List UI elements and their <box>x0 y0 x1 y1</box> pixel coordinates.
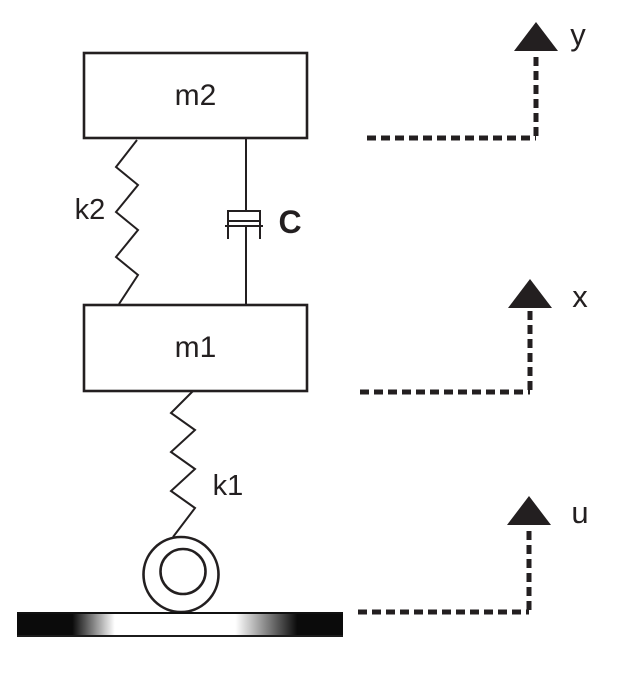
axis-y-label: y <box>570 17 586 52</box>
spring-k2-zigzag <box>114 139 140 305</box>
axis-u-label: u <box>571 495 589 530</box>
damper-c-label: C <box>278 204 302 240</box>
mass-m2-label: m2 <box>174 79 217 112</box>
axis-x-arrowhead-icon <box>508 279 552 308</box>
axis-u-arrowhead-icon <box>507 496 551 525</box>
mass-m1-label: m1 <box>174 331 217 364</box>
mass-m2-box <box>82 51 309 140</box>
wheel <box>142 535 220 614</box>
axis-x-arrow <box>360 279 552 395</box>
spring-k1-label: k1 <box>212 470 244 502</box>
axis-y-arrow <box>367 22 558 141</box>
spring-k2-label: k2 <box>74 194 106 226</box>
spring-k1-zigzag <box>169 390 197 538</box>
mass-m1-box <box>82 303 309 393</box>
axis-u-arrow <box>358 496 551 615</box>
ground-surface <box>17 612 343 637</box>
axis-y-arrowhead-icon <box>514 22 558 51</box>
axis-x-label: x <box>572 279 588 314</box>
damper-c-symbol <box>225 139 263 305</box>
